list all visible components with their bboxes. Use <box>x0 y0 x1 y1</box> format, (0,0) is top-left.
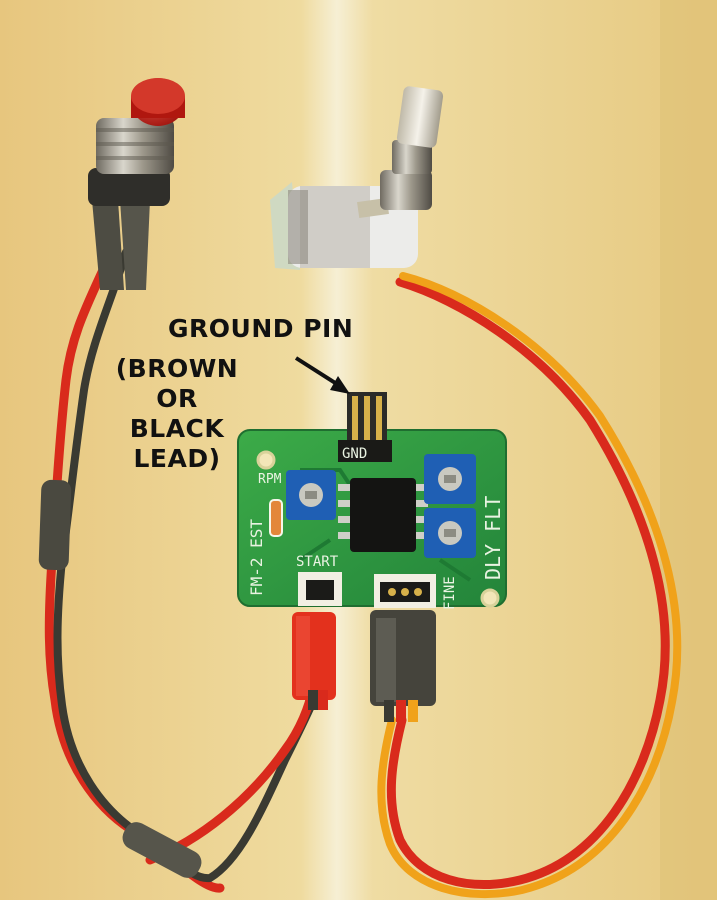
label-gnd: GND <box>342 446 367 462</box>
callout-line: (BROWN <box>115 354 239 383</box>
circuit-board: GND RPM FM-2 EST START FINE DLY FLT <box>237 392 507 610</box>
push-button <box>38 78 322 893</box>
label-model: FM-2 EST <box>247 519 266 596</box>
callout-line: LEAD) <box>133 444 221 473</box>
potentiometer <box>270 86 682 899</box>
callout-note: (BROWN OR BLACK LEAD) <box>102 354 252 474</box>
background-shadow <box>660 0 717 900</box>
label-fine: FINE <box>442 576 458 610</box>
fine-connector <box>370 610 436 722</box>
label-dly-flt: DLY FLT <box>481 496 505 580</box>
callout-title: GROUND PIN <box>168 314 354 343</box>
start-connector <box>292 612 336 710</box>
arrow-icon <box>294 356 350 394</box>
label-start: START <box>296 554 339 570</box>
callout-line: BLACK <box>129 414 225 443</box>
label-rpm: RPM <box>258 472 282 487</box>
callout-line: OR <box>156 384 198 413</box>
